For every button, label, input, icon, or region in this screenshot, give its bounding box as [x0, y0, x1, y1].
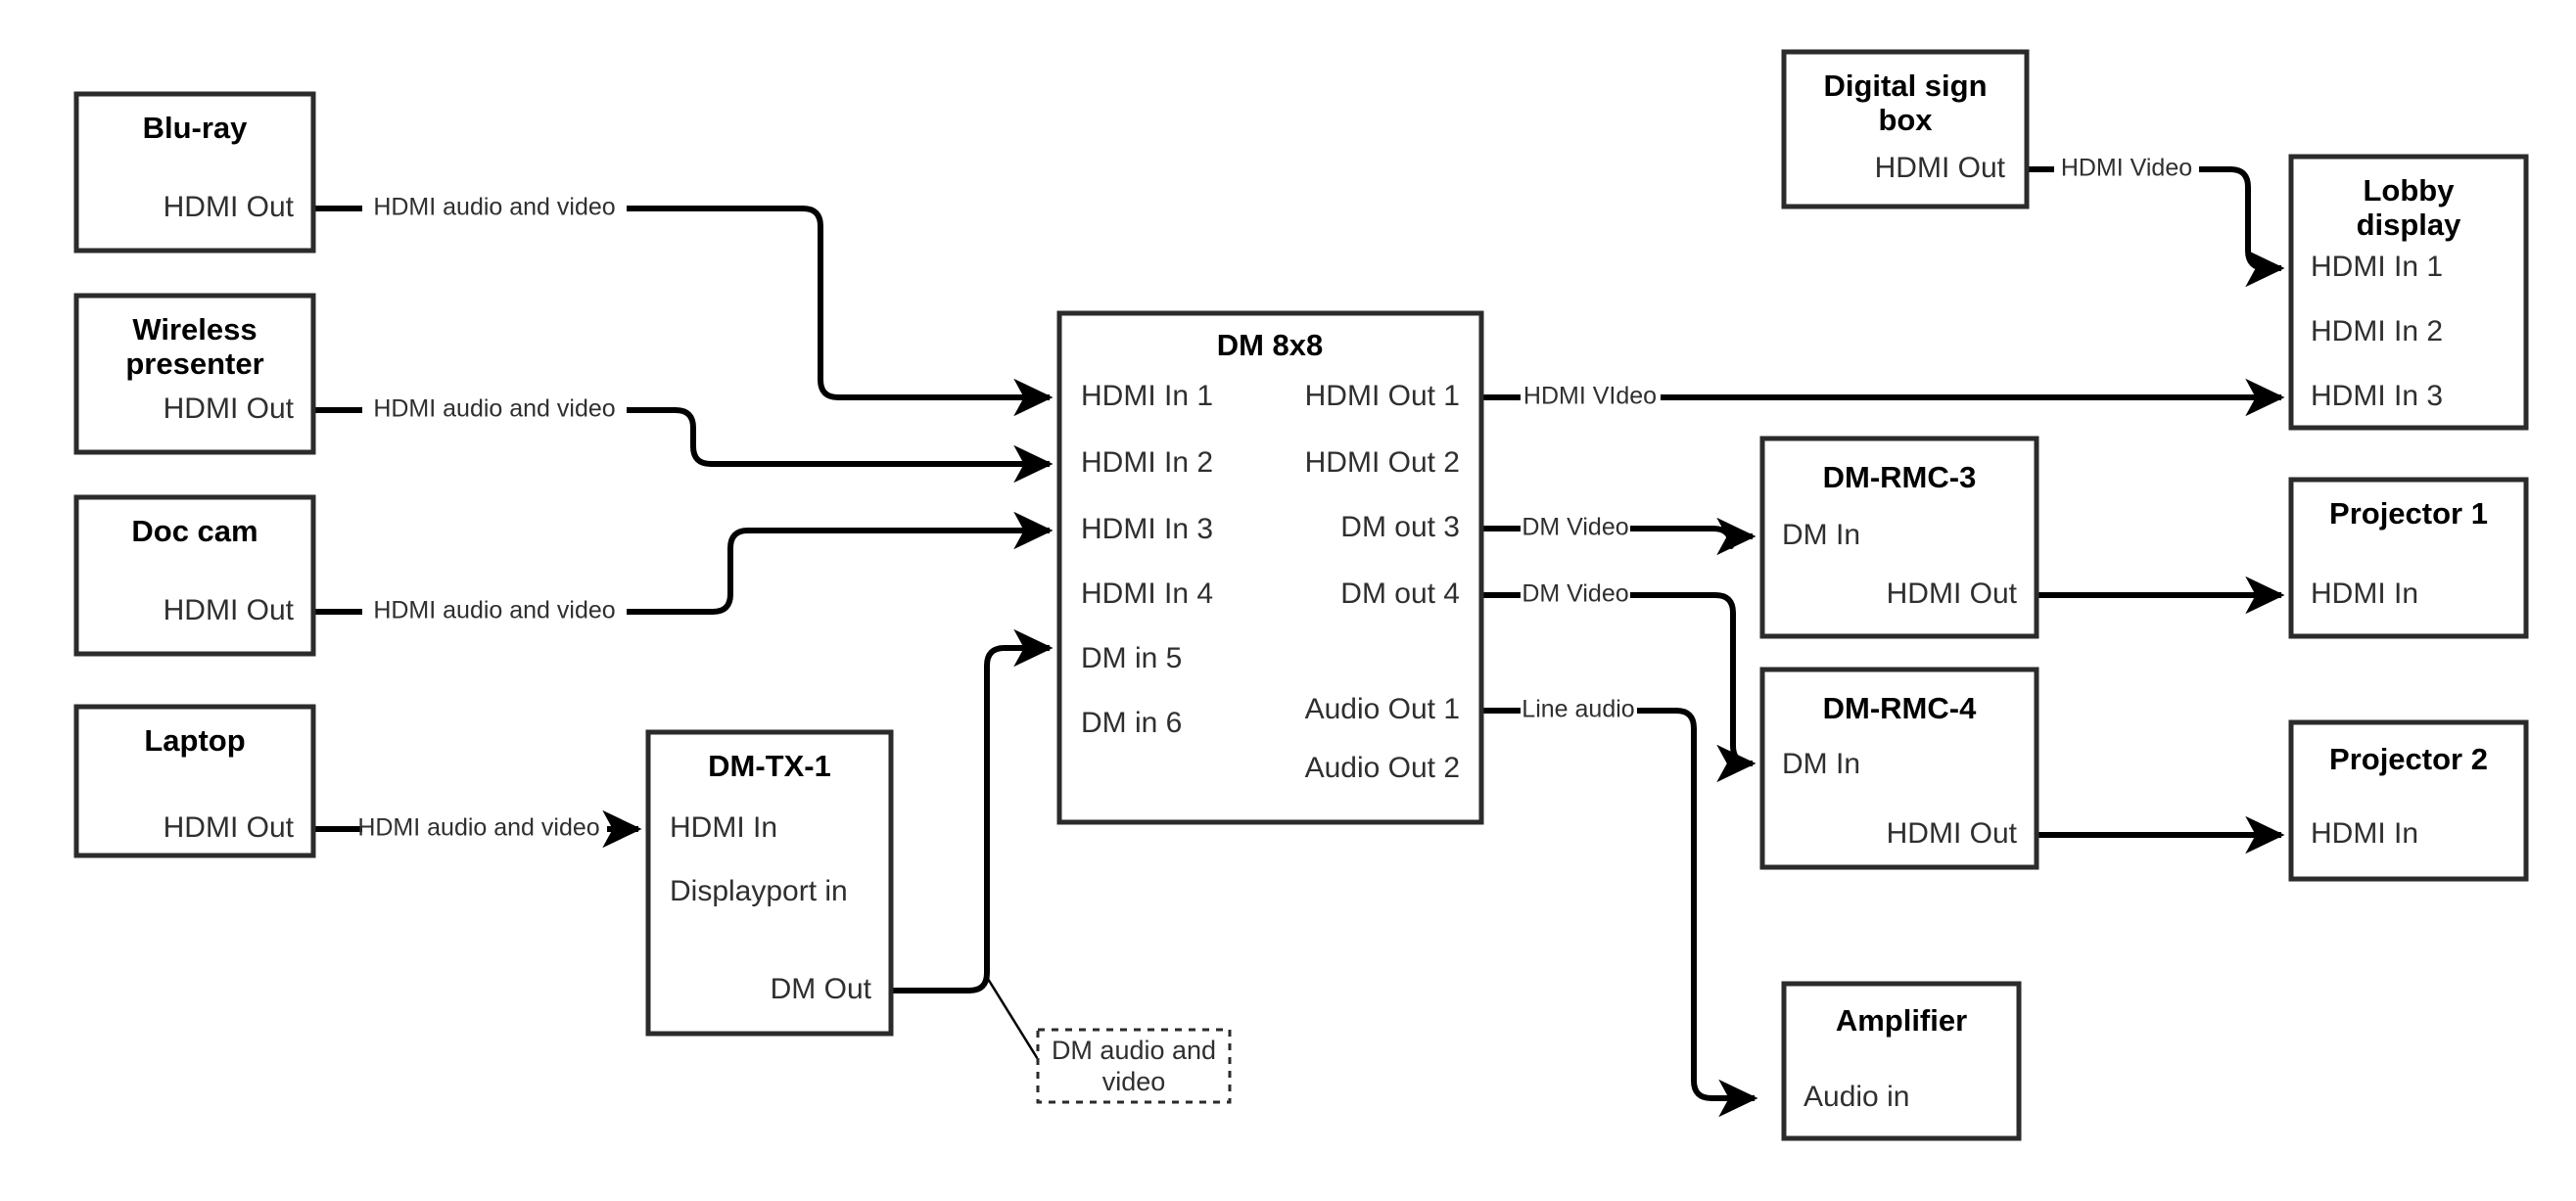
lobby-display-port-hdmi-in-1: HDMI In 1	[2311, 251, 2443, 283]
dm-tx-1-port-dm-out: DM Out	[771, 973, 872, 1005]
lobby-display-title-line2: display	[2357, 208, 2462, 242]
connection-layer	[313, 166, 2281, 1098]
wireless-presenter-title-line2: presenter	[125, 346, 263, 381]
projector-2-title: Projector 2	[2329, 742, 2488, 776]
projector-2-port-hdmi-in: HDMI In	[2311, 817, 2418, 850]
link-wireless-to-hdmi-in-2	[313, 407, 1050, 464]
digital-sign-title-line2: box	[1878, 103, 1933, 137]
dm-rmc-4-box[interactable]	[1759, 667, 2039, 870]
edge-label-doccam: HDMI audio and video	[373, 597, 615, 624]
dm-8x8-title: DM 8x8	[1217, 328, 1324, 362]
amplifier-box[interactable]	[1781, 981, 2022, 1141]
dm-rmc-4-port-hdmi-out: HDMI Out	[1887, 817, 2018, 850]
edge-label-dm-out-3: DM Video	[1522, 514, 1628, 541]
doc-cam-box[interactable]	[73, 494, 316, 657]
projector-1-port-hdmi-in: HDMI In	[2311, 577, 2418, 610]
node-digital-sign-box[interactable]: Digital sign box HDMI Out	[1781, 49, 2030, 209]
dm-8x8-output-dm-out-3: DM out 3	[1340, 511, 1460, 543]
lobby-display-port-hdmi-in-2: HDMI In 2	[2311, 315, 2443, 347]
bluray-box[interactable]	[73, 91, 316, 254]
node-laptop[interactable]: Laptop HDMI Out	[73, 704, 316, 858]
edge-label-wireless: HDMI audio and video	[373, 395, 615, 423]
digital-sign-title-line1: Digital sign	[1823, 69, 1987, 103]
node-dm-tx-1[interactable]: DM-TX-1 HDMI In Displayport in DM Out	[645, 729, 894, 1037]
dm-8x8-input-hdmi-in-4: HDMI In 4	[1081, 577, 1213, 610]
dm-tx-1-box[interactable]	[645, 729, 894, 1037]
node-wireless-presenter[interactable]: Wireless presenter HDMI Out	[73, 293, 316, 455]
dm-8x8-output-audio-out-1: Audio Out 1	[1305, 693, 1460, 725]
dm-8x8-output-dm-out-4: DM out 4	[1340, 577, 1460, 610]
edge-label-bluray: HDMI audio and video	[373, 194, 615, 221]
lobby-display-port-hdmi-in-3: HDMI In 3	[2311, 380, 2443, 412]
dm-tx-1-title: DM-TX-1	[708, 749, 831, 783]
wireless-presenter-port-hdmi-out: HDMI Out	[164, 393, 295, 425]
edge-label-dm-out-4: DM Video	[1522, 580, 1628, 608]
edge-label-signbox: HDMI Video	[2061, 155, 2192, 182]
link-dm-out-3-to-dmrmc3	[1481, 529, 1753, 546]
link-doccam-to-hdmi-in-3	[313, 531, 1050, 615]
amplifier-title: Amplifier	[1836, 1003, 1967, 1038]
edge-label-layer: HDMI audio and video HDMI audio and vide…	[357, 155, 2192, 842]
dm-tx-1-port-hdmi-in: HDMI In	[670, 811, 777, 844]
leader-dm-audio-video-note	[986, 978, 1043, 1065]
dm-8x8-output-hdmi-out-1: HDMI Out 1	[1305, 380, 1460, 412]
projector-2-box[interactable]	[2288, 719, 2529, 882]
laptop-title: Laptop	[144, 723, 245, 758]
node-lobby-display[interactable]: Lobby display HDMI In 1 HDMI In 2 HDMI I…	[2288, 154, 2529, 431]
dm-8x8-input-dm-in-5: DM in 5	[1081, 642, 1182, 674]
node-projector-1[interactable]: Projector 1 HDMI In	[2288, 477, 2529, 639]
note-dm-audio-and-video: DM audio and video	[1036, 1028, 1232, 1104]
digital-sign-box[interactable]	[1781, 49, 2030, 209]
projector-1-box[interactable]	[2288, 477, 2529, 639]
doc-cam-port-hdmi-out: HDMI Out	[164, 594, 295, 626]
dm-rmc-4-port-dm-in: DM In	[1782, 748, 1860, 780]
edge-label-hdmi-out-1: HDMI VIdeo	[1523, 383, 1657, 410]
node-amplifier[interactable]: Amplifier Audio in	[1781, 981, 2022, 1141]
bluray-title: Blu-ray	[143, 111, 249, 145]
link-bluray-to-hdmi-in-1	[313, 206, 1050, 397]
dm-tx-1-port-displayport-in: Displayport in	[670, 875, 848, 907]
node-bluray[interactable]: Blu-ray HDMI Out	[73, 91, 316, 254]
dm-rmc-4-title: DM-RMC-4	[1823, 691, 1977, 725]
dm-8x8-output-audio-out-2: Audio Out 2	[1305, 752, 1460, 784]
lobby-display-box[interactable]	[2288, 154, 2529, 431]
dm-rmc-3-title: DM-RMC-3	[1823, 460, 1977, 494]
note-text-line2: video	[1102, 1067, 1166, 1096]
projector-1-title: Projector 1	[2329, 496, 2488, 531]
link-dm-out-4-to-dmrmc4	[1481, 592, 1753, 763]
amplifier-port-audio-in: Audio in	[1803, 1081, 1909, 1113]
wireless-presenter-title-line1: Wireless	[132, 312, 257, 346]
dm-8x8-input-dm-in-6: DM in 6	[1081, 707, 1182, 739]
dm-8x8-input-hdmi-in-3: HDMI In 3	[1081, 513, 1213, 545]
node-dm-rmc-3[interactable]: DM-RMC-3 DM In HDMI Out	[1759, 436, 2039, 639]
laptop-port-hdmi-out: HDMI Out	[164, 811, 295, 844]
dm-rmc-3-box[interactable]	[1759, 436, 2039, 639]
edge-label-laptop: HDMI audio and video	[357, 814, 599, 842]
dm-8x8-input-hdmi-in-1: HDMI In 1	[1081, 380, 1213, 412]
node-doc-cam[interactable]: Doc cam HDMI Out	[73, 494, 316, 657]
bluray-port-hdmi-out: HDMI Out	[164, 191, 295, 223]
dm-8x8-box[interactable]	[1056, 310, 1484, 825]
node-dm-rmc-4[interactable]: DM-RMC-4 DM In HDMI Out	[1759, 667, 2039, 870]
link-dmtx1-to-dm-in-5	[891, 628, 1054, 993]
dm-8x8-output-hdmi-out-2: HDMI Out 2	[1305, 446, 1460, 479]
note-text-line1: DM audio and	[1052, 1036, 1216, 1065]
doc-cam-title: Doc cam	[131, 514, 258, 548]
node-dm-8x8[interactable]: DM 8x8 HDMI In 1 HDMI In 2 HDMI In 3 HDM…	[1056, 310, 1484, 825]
note-box	[1036, 1028, 1232, 1104]
link-signbox-to-lobby-hdmi-in-1	[2015, 166, 2281, 268]
lobby-display-title-line1: Lobby	[2364, 173, 2456, 208]
node-projector-2[interactable]: Projector 2 HDMI In	[2288, 719, 2529, 882]
edge-label-audio-out-1: Line audio	[1522, 696, 1634, 723]
dm-rmc-3-port-dm-in: DM In	[1782, 519, 1860, 551]
link-audio-out-1-to-amplifier	[1481, 708, 1755, 1098]
wireless-presenter-box[interactable]	[73, 293, 316, 455]
laptop-box[interactable]	[73, 704, 316, 858]
digital-sign-port-hdmi-out: HDMI Out	[1875, 152, 2006, 184]
dm-rmc-3-port-hdmi-out: HDMI Out	[1887, 577, 2018, 610]
dm-8x8-input-hdmi-in-2: HDMI In 2	[1081, 446, 1213, 479]
